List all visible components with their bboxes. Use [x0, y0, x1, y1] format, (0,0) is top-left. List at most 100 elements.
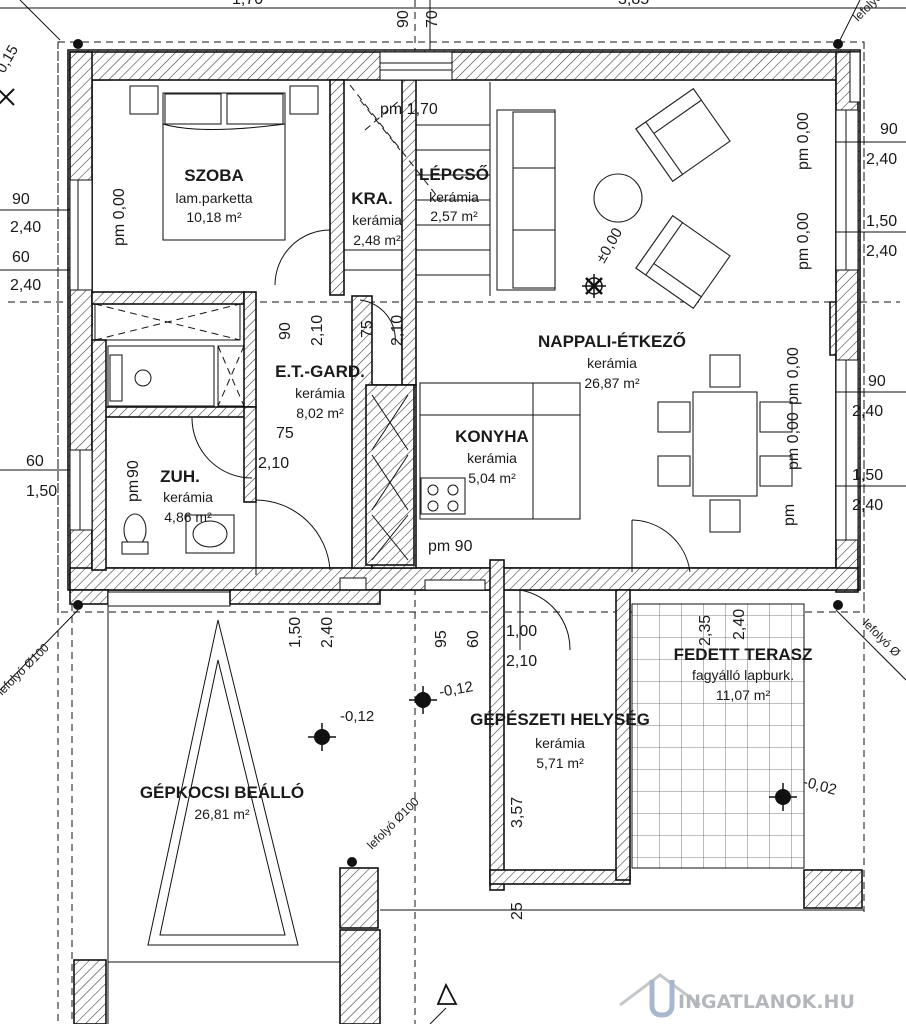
dim-label: 25: [509, 902, 526, 920]
section-marker: [429, 982, 458, 1024]
dim-label: 2,40: [852, 403, 883, 420]
room-floor: fagyálló lapburk.: [692, 667, 794, 683]
room-terasz: FEDETT TERASZ fagyálló lapburk. 11,07 m²: [674, 645, 813, 703]
room-gepkocsi: GÉPKOCSI BEÁLLÓ 26,81 m²: [140, 783, 304, 822]
room-name: E.T.-GARD.: [275, 362, 365, 381]
room-area: 2,57 m²: [430, 208, 478, 224]
room-floor: kerámia: [587, 355, 637, 371]
room-floor: kerámia: [163, 489, 213, 505]
dim-label: 60: [465, 630, 482, 648]
dim-label: 90: [395, 10, 412, 28]
level-label: -0,02: [801, 773, 838, 798]
room-name: GÉPÉSZETI HELYSÉG: [470, 710, 650, 729]
level-labels: pm 1,70 pm 0,00 pm 0,00 pm 0,00 pm 0,00 …: [0, 42, 838, 799]
room-area: 26,81 m²: [194, 806, 250, 822]
dim-label: 70: [424, 10, 441, 28]
dim-label: 2,10: [309, 315, 326, 346]
level-label: -0,12: [340, 708, 374, 725]
room-konyha: KONYHA kerámia 5,04 m²: [455, 427, 529, 486]
level-label: pm 0,00: [111, 188, 128, 246]
dim-label: 1,50: [852, 467, 883, 484]
room-floor: kerámia: [467, 450, 517, 466]
dim-label: 75: [359, 320, 376, 338]
dimension-labels: 90 2,40 60 2,40 60 1,50 90 2,40 1,50 2,4…: [10, 0, 898, 920]
dim-label: 60: [26, 453, 44, 470]
column-markers: [73, 39, 843, 867]
level-label: pm: [125, 480, 142, 502]
room-nappali: NAPPALI-ÉTKEZŐ kerámia 26,87 m²: [538, 332, 686, 391]
room-zuhanyzo: ZUH. kerámia 4,86 m²: [160, 467, 213, 525]
room-area: 10,18 m²: [186, 209, 242, 225]
room-area: 5,04 m²: [468, 470, 516, 486]
lower-structure: [69, 559, 863, 1024]
dim-label: 2,40: [319, 617, 336, 648]
dim-label: 90: [868, 373, 886, 390]
room-gardrob: E.T.-GARD. kerámia 8,02 m²: [275, 362, 365, 421]
room-name: KRA.: [351, 189, 393, 208]
doors: [191, 229, 691, 651]
dim-label: 60: [12, 249, 30, 266]
level-label: pm 90: [428, 538, 473, 555]
dim-label: 2,35: [697, 615, 714, 646]
room-name: NAPPALI-ÉTKEZŐ: [538, 332, 686, 351]
dim-label: 2,10: [389, 315, 406, 346]
level-marker-symbols: [0, 88, 797, 811]
dim-label: 1,50: [866, 213, 897, 230]
drain-label: lefolyó Ø100: [0, 640, 52, 698]
dim-label: 95: [433, 630, 450, 648]
room-kamra: KRA. kerámia 2,48 m²: [351, 189, 402, 248]
dim-label: 1,70: [232, 0, 263, 8]
dim-label: 3,85: [618, 0, 649, 8]
room-area: 4,86 m²: [164, 509, 212, 525]
level-label: pm 0,00: [785, 347, 802, 405]
level-label: pm 0,00: [785, 412, 802, 470]
room-name: LÉPCSŐ: [419, 165, 489, 184]
dim-label: 2,40: [10, 219, 41, 236]
room-area: 5,71 m²: [536, 755, 584, 771]
room-area: 11,07 m²: [716, 687, 771, 703]
dim-label: 1,50: [26, 483, 57, 500]
room-floor: kerámia: [295, 385, 345, 401]
room-area: 2,48 m²: [353, 232, 401, 248]
dim-label: 2,40: [731, 609, 748, 640]
level-label: pm 1,70: [380, 101, 438, 118]
room-name: SZOBA: [184, 166, 244, 185]
dim-label: 2,40: [852, 497, 883, 514]
room-name: FEDETT TERASZ: [674, 645, 813, 664]
room-area: 8,02 m²: [296, 405, 344, 421]
watermark: INGATLANOK.HU: [619, 973, 855, 1018]
dim-label: 90: [277, 322, 294, 340]
room-floor: kerámia: [352, 212, 402, 228]
room-area: 26,87 m²: [584, 375, 640, 391]
dim-label: 2,10: [506, 653, 537, 670]
dim-label: 2,40: [10, 277, 41, 294]
dim-label: 75: [276, 425, 294, 442]
dim-label: 2,10: [258, 455, 289, 472]
level-label: pm 0,00: [795, 112, 812, 170]
room-lepcso: LÉPCSŐ kerámia 2,57 m²: [419, 165, 489, 224]
level-label: pm 0,00: [795, 212, 812, 270]
level-label: 0,15: [0, 42, 22, 76]
level-label: ±0,00: [593, 225, 626, 266]
room-floor: kerámia: [535, 735, 585, 751]
room-name: ZUH.: [160, 467, 200, 486]
room-szoba: SZOBA lam.parketta 10,18 m²: [175, 166, 252, 225]
drain-label: lefolyó Ø: [860, 616, 903, 659]
level-label: pm: [781, 504, 798, 526]
windows: [69, 51, 861, 541]
drain-label: lefolyó Ø100: [364, 794, 422, 852]
watermark-text: INGATLANOK.HU: [678, 991, 855, 1013]
dim-label: 1,50: [287, 617, 304, 648]
dim-label: 90: [880, 121, 898, 138]
room-floor: kerámia: [429, 189, 479, 205]
dim-label: 1,00: [506, 623, 537, 640]
dim-label: 2,40: [866, 151, 897, 168]
dimension-lines: [0, 141, 906, 487]
furniture: [94, 82, 793, 857]
level-label: -0,12: [438, 678, 475, 701]
room-floor: lam.parketta: [175, 190, 252, 206]
drain-label: lefolyó: [850, 0, 885, 24]
dim-label: 90: [12, 191, 30, 208]
room-gepeszeti: GÉPÉSZETI HELYSÉG kerámia 5,71 m²: [470, 710, 650, 771]
